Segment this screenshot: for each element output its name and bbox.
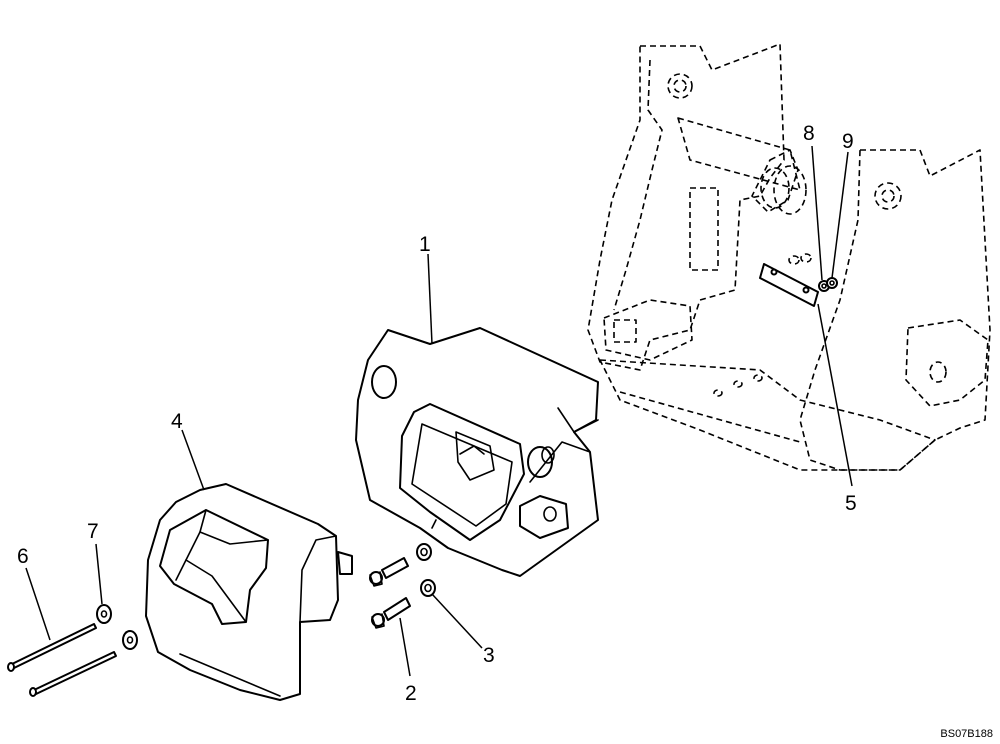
leader-1 <box>427 253 433 345</box>
part-5-bracket-plate <box>759 263 819 307</box>
part-9-nut <box>826 277 838 289</box>
part-1-counterweight <box>355 327 599 577</box>
callout-4: 4 <box>171 410 183 433</box>
drawing-id: BS07B188 <box>940 728 993 740</box>
part-6-rod-lower <box>29 651 117 697</box>
part-2-bolt-lower <box>371 597 411 629</box>
leader-8 <box>811 145 823 281</box>
leader-lines <box>25 145 853 677</box>
part-7-washer-lower <box>122 630 138 650</box>
leader-4 <box>181 429 205 491</box>
callout-2: 2 <box>405 682 417 705</box>
leader-6 <box>25 567 51 641</box>
part-7-washer-upper <box>96 604 112 624</box>
part-4-counterweight-cover <box>145 483 353 701</box>
part-2-bolt-upper <box>369 557 409 587</box>
callout-labels: 1 2 3 4 5 6 7 8 9 <box>17 122 857 705</box>
callout-3: 3 <box>483 644 495 667</box>
callout-5: 5 <box>845 492 857 515</box>
callout-8: 8 <box>803 122 815 145</box>
leader-7 <box>95 543 103 605</box>
leader-5 <box>817 303 853 487</box>
part-3-washer-lower <box>420 579 436 597</box>
callout-7: 7 <box>87 520 99 543</box>
leader-9 <box>831 151 849 279</box>
leader-3 <box>431 593 483 649</box>
callout-6: 6 <box>17 545 29 568</box>
leader-2 <box>399 617 411 677</box>
loader-frame-phantom <box>587 43 991 471</box>
callout-1: 1 <box>419 233 431 256</box>
callout-9: 9 <box>842 130 854 153</box>
part-6-rod-upper <box>7 623 97 672</box>
part-3-washer-upper <box>416 543 432 561</box>
